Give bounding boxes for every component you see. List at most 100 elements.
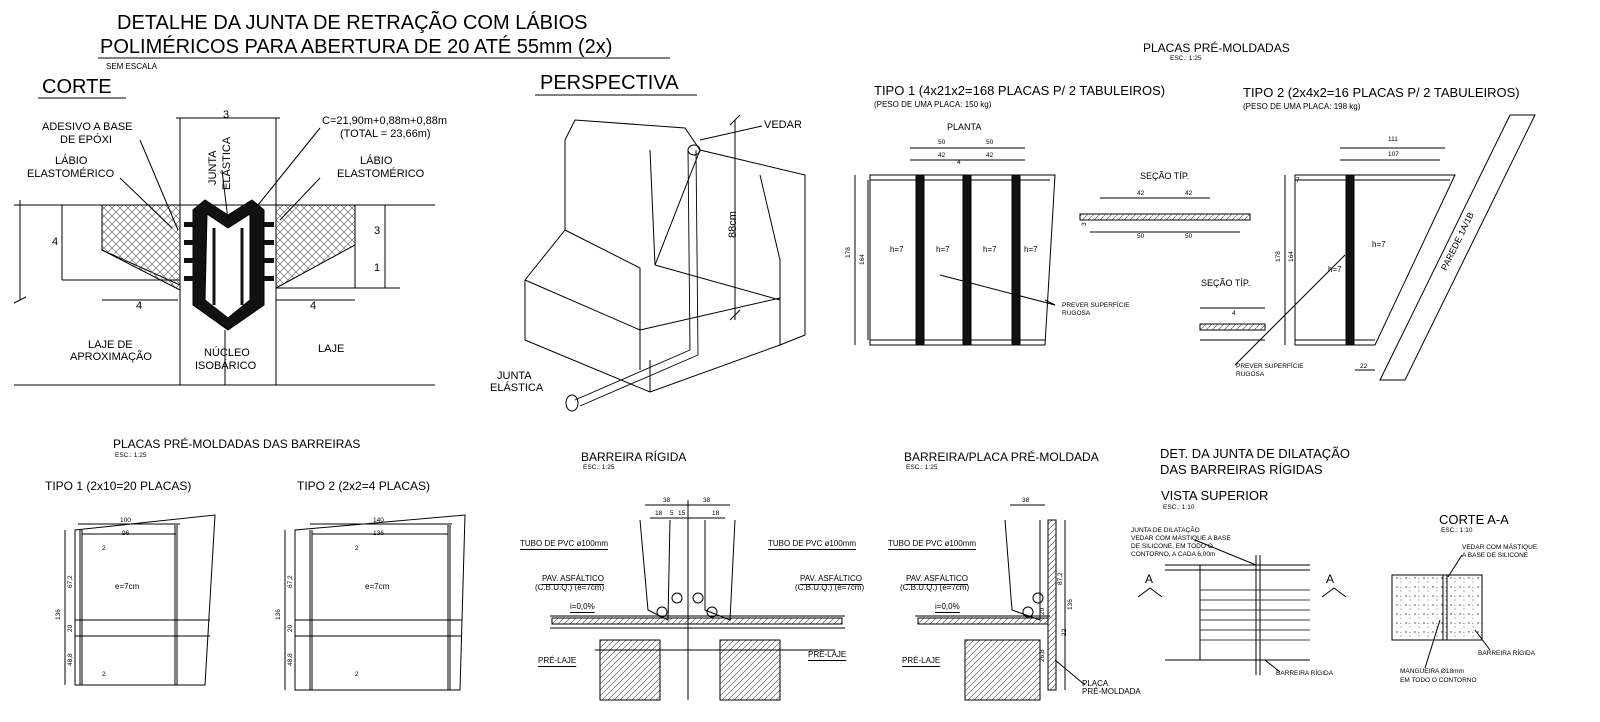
placas-d111: 111 (1388, 136, 1398, 143)
dilatacao-barreira: BARREIRA RÍGIDA (1276, 670, 1334, 677)
placas-title: PLACAS PRÉ-MOLDADAS (1143, 41, 1290, 55)
dilatacao-barreira2: BARREIRA RÍGIDA (1478, 650, 1536, 657)
corte-labio-left: LÁBIO (55, 155, 88, 167)
tipo1-placas-drawing (854, 147, 1266, 346)
corte-dim-1-right: 1 (374, 262, 381, 274)
placas-planta: PLANTA (947, 122, 982, 132)
placas-secao1: SEÇÃO TÍP. (1140, 171, 1190, 181)
dilatacao-vista: VISTA SUPERIOR (1161, 488, 1269, 503)
placas-d42-b: 42 (986, 152, 994, 159)
corte-laje-aprox2: APROXIMAÇÃO (70, 351, 152, 363)
dilatacao-corte-scale: ESC.: 1:10 (1441, 527, 1473, 534)
barreiras-d2-a: 2 (102, 545, 106, 552)
placas-h7-c: h=7 (983, 245, 997, 254)
rigida-i: i=0,0% (570, 602, 595, 611)
dilatacao-vista-scale: ESC.: 1:10 (1163, 504, 1195, 511)
corte-dim-4-bottom-right: 4 (310, 300, 317, 312)
barreiras-d2-b: 2 (102, 671, 106, 678)
placas-sec-d42-b: 42 (1185, 190, 1193, 197)
rigida-pav1-right: PAV. ASFÁLTICO (800, 574, 862, 583)
barreiras-d136-b: 136 (373, 530, 384, 537)
rigida-d5: 5 (670, 510, 674, 517)
dilatacao-junta-note4: CONTORNO, A CADA 6,00m (1131, 551, 1216, 558)
placas-d7: 7 (1296, 177, 1300, 184)
rigida-prelaje-right: PRÉ-LAJE (808, 650, 847, 659)
premoldada-d20: 20 (1039, 607, 1046, 615)
perspectiva-dim-88: 88cm (727, 211, 739, 238)
barreiras-d672-b: 67,2 (287, 575, 294, 588)
premoldada-title: BARREIRA/PLACA PRÉ-MOLDADA (904, 450, 1099, 464)
perspectiva-title: PERSPECTIVA (540, 72, 679, 94)
corte-labio-right2: ELASTOMÉRICO (337, 168, 425, 180)
rigida-title: BARREIRA RÍGIDA (581, 450, 687, 464)
placas-sec-d4: 4 (1232, 310, 1236, 317)
placas-t2-d164: 164 (1288, 251, 1295, 262)
premoldada-scale: ESC.: 1:25 (906, 464, 938, 471)
placas-h7-d: h=7 (1024, 245, 1038, 254)
rigida-tubo-right: TUBO DE PVC ø100mm (768, 539, 857, 548)
placas-d50-a: 50 (938, 139, 946, 146)
dilatacao-title2: DAS BARREIRAS RÍGIDAS (1160, 462, 1323, 477)
dilatacao-junta-note3: DE SILICONE, EM TODO O (1131, 543, 1213, 550)
rigida-d38-b: 38 (703, 497, 711, 504)
placas-d50-b: 50 (986, 139, 994, 146)
placas-rugosa1: RUGOSA (1062, 310, 1091, 317)
corte-drawing (13, 117, 435, 386)
barreiras-e7-a: e=7cm (115, 582, 140, 591)
premoldada-tubo: TUBO DE PVC ø100mm (888, 539, 977, 548)
placas-prever1: PREVER SUPERFÍCIE (1062, 302, 1130, 309)
placas-secao2: SEÇÃO TÍP. (1201, 278, 1251, 288)
corte-junta: JUNTA (207, 150, 219, 185)
barreiras-d96: 96 (122, 530, 130, 537)
premoldada-placa1: PLACA (1082, 679, 1109, 688)
rigida-d15: 15 (678, 510, 686, 517)
corte-labio-right: LÁBIO (360, 155, 393, 167)
title-underlines (38, 57, 697, 99)
rigida-d18-b: 18 (712, 510, 720, 517)
corte-elastica: ELÁSTICA (221, 136, 233, 190)
placas-t2-h7-b: h=7 (1372, 240, 1386, 249)
placas-d107: 107 (1388, 151, 1399, 158)
corte-adesivo: ADESIVO A BASE (42, 121, 133, 133)
corte-formula: C=21,90m+0,88m+0,88m (322, 115, 448, 127)
placas-sec-d42-a: 42 (1137, 190, 1145, 197)
barreiras-title: PLACAS PRÉ-MOLDADAS DAS BARREIRAS (113, 437, 361, 451)
placas-sec-d50-b: 50 (1185, 233, 1193, 240)
premoldada-i: i=0,0% (935, 602, 960, 611)
barreiras-e7-b: e=7cm (365, 582, 390, 591)
premoldada-d268: 26,8 (1039, 649, 1046, 662)
corte-dim-3-right: 3 (374, 225, 381, 237)
placas-tipo2-peso: (PESO DE UMA PLACA: 198 kg) (1243, 102, 1361, 111)
perspectiva-drawing (524, 114, 806, 412)
corte-adesivo2: DE EPÓXI (60, 134, 112, 146)
barreira-rigida-drawing (550, 500, 845, 701)
placas-d22: 22 (1360, 363, 1368, 370)
placas-scale: ESC.: 1:25 (1170, 55, 1202, 62)
rigida-pav2-left: (C.B.U.Q.) (e=7cm) (535, 583, 605, 592)
corte-laje: LAJE (318, 343, 345, 355)
perspectiva-vedar: VEDAR (764, 119, 802, 131)
corte-nucleo2: ISOBÁRICO (195, 360, 257, 372)
premoldada-prelaje: PRÉ-LAJE (902, 656, 941, 665)
main-scale-note: SEM ESCALA (106, 62, 158, 71)
perspectiva-junta2: ELÁSTICA (490, 382, 544, 394)
corte-dim-3-top: 3 (223, 109, 230, 121)
barreira-premoldada-drawing (915, 504, 1086, 701)
placas-tipo1-peso: (PESO DE UMA PLACA: 150 kg) (874, 100, 992, 109)
placas-tipo1: TIPO 1 (4x21x2=168 PLACAS P/ 2 TABULEIRO… (874, 83, 1166, 98)
barreiras-d488-a: 48,8 (67, 653, 74, 666)
rigida-tubo-left: TUBO DE PVC ø100mm (520, 539, 609, 548)
barreiras-d136-c: 136 (275, 609, 282, 620)
placas-sec-d50-a: 50 (1137, 233, 1145, 240)
dilatacao-a-left: A (1145, 572, 1154, 586)
dilatacao-title1: DET. DA JUNTA DE DILATAÇÃO (1160, 446, 1350, 461)
barreiras-d2-c: 2 (355, 545, 359, 552)
corte-labio-left2: ELASTOMÉRICO (27, 168, 115, 180)
placas-d4: 4 (957, 159, 961, 166)
placas-h7-a: h=7 (890, 245, 904, 254)
dilatacao-junta-note1: JUNTA DE DILATAÇÃO (1131, 527, 1200, 534)
placas-prever2: PREVER SUPERFÍCIE (1236, 363, 1304, 370)
corte-dim-4-left: 4 (52, 236, 59, 248)
placas-rugosa2: RUGOSA (1236, 371, 1265, 378)
